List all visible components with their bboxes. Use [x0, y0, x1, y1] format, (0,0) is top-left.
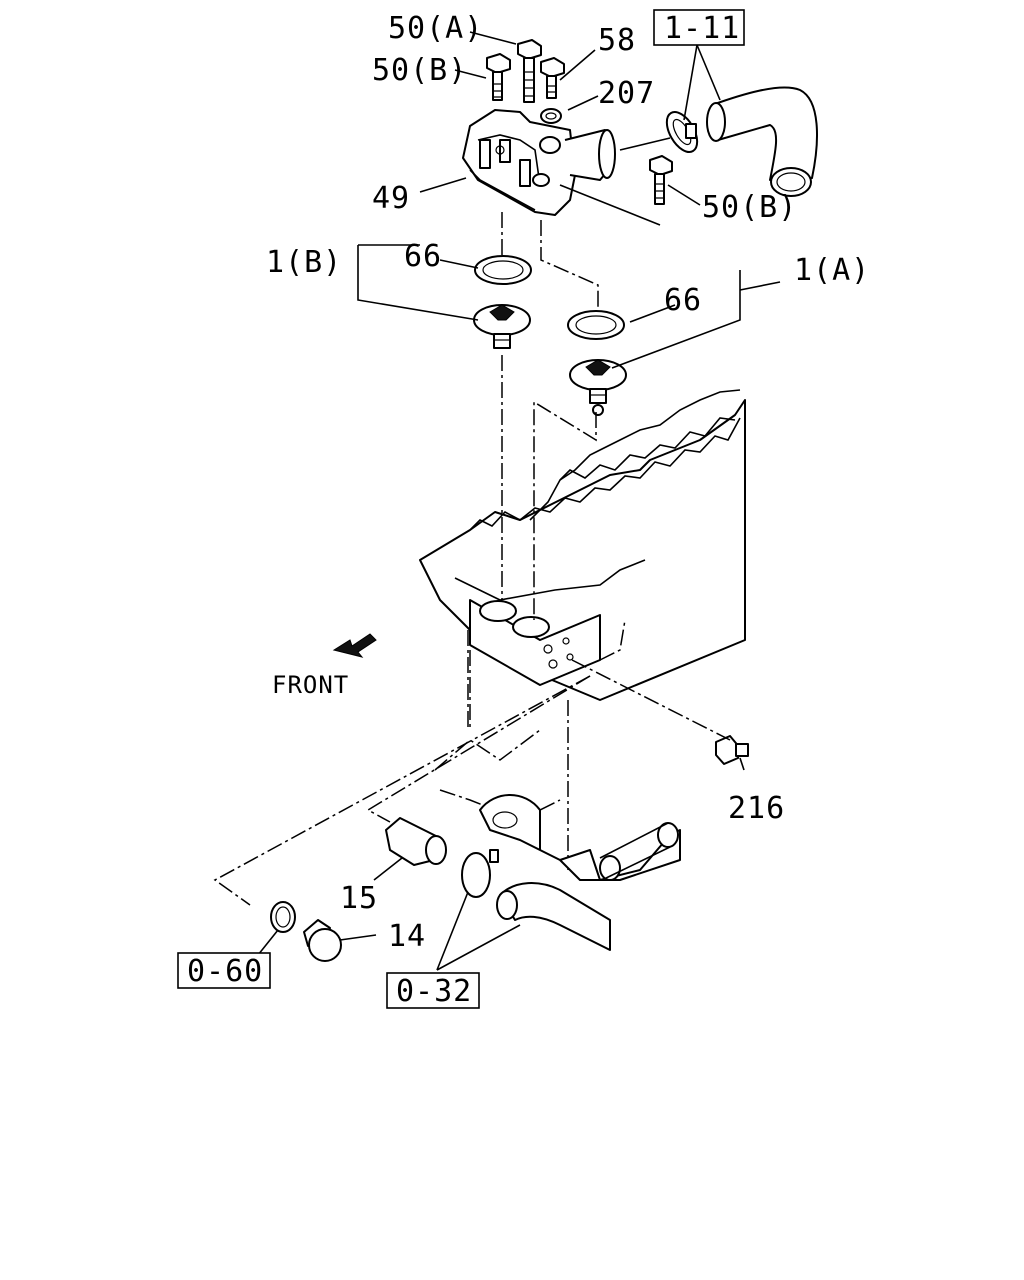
gasket-left: [474, 255, 532, 285]
callout-plug-14: 14: [388, 919, 426, 954]
callout-gasket-66-right: 66: [664, 283, 702, 318]
callout-bolt-50a: 50(A): [388, 11, 483, 46]
gasket-right: [567, 310, 625, 340]
drain-plug-14: [303, 919, 342, 962]
reference-0-32: 0-32: [386, 972, 480, 1009]
bolt-50b-top: [486, 53, 511, 101]
callout-thermostat-1b: 1(B): [266, 245, 342, 280]
front-arrow-icon: [332, 633, 377, 658]
bolt-50b-right: [649, 155, 673, 205]
callout-bolt-58: 58: [598, 23, 636, 58]
washer-0-60: [270, 901, 296, 933]
callout-bolt-50b-right: 50(B): [702, 190, 797, 225]
hose-clamp: [665, 111, 699, 153]
reference-0-32-label: 0-32: [396, 974, 472, 1009]
thermostat-1b: [473, 304, 531, 349]
coolant-hose: [496, 882, 611, 951]
water-pipe-15: [385, 817, 447, 866]
callout-thermostat-1a: 1(A): [794, 253, 870, 288]
bolt-50a: [517, 39, 542, 103]
thermostat-1a: [569, 359, 627, 416]
callout-pipe-15: 15: [340, 881, 378, 916]
washer-207: [540, 108, 562, 124]
lower-block: [479, 794, 681, 881]
callout-washer-207: 207: [598, 76, 655, 111]
radiator-hose: [706, 86, 818, 197]
callout-sensor-216: 216: [728, 791, 785, 826]
reference-1-11-label: 1-11: [664, 11, 740, 46]
reference-0-60: 0-60: [177, 952, 271, 989]
hose-clamp-lower: [461, 849, 499, 898]
bolt-58: [540, 57, 565, 99]
callout-bolt-50b-top: 50(B): [372, 53, 467, 88]
reference-0-60-label: 0-60: [187, 954, 263, 989]
cylinder-head: [419, 389, 746, 701]
sensor-216: [715, 735, 749, 765]
callout-housing-49: 49: [372, 181, 410, 216]
front-label: FRONT: [272, 671, 349, 699]
reference-1-11: 1-11: [653, 9, 745, 46]
callout-gasket-66-left: 66: [404, 239, 442, 274]
thermostat-housing: [462, 109, 616, 216]
